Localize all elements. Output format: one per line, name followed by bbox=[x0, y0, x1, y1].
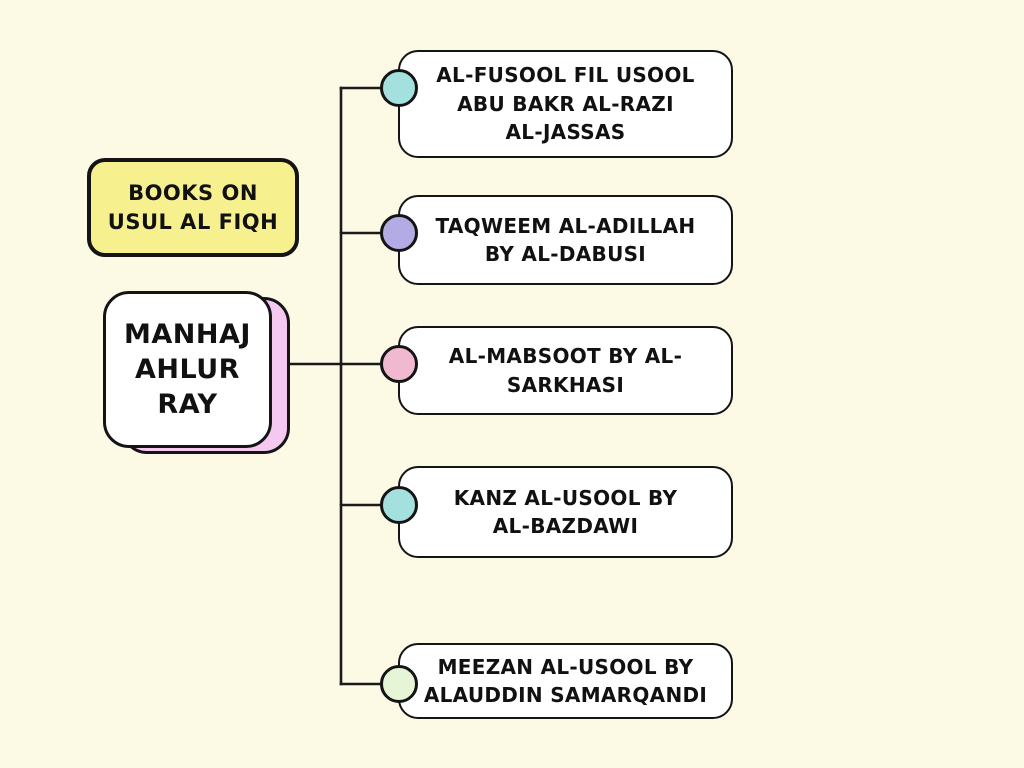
title-node-label: BOOKS ON USUL AL FIQH bbox=[107, 181, 279, 234]
branch-node-label: AL-FUSOOL FIL USOOL ABU BAKR AL-RAZI AL-… bbox=[436, 63, 695, 145]
central-node-label: MANHAJ AHLUR RAY bbox=[124, 318, 251, 421]
branch-node[interactable]: KANZ AL-USOOL BY AL-BAZDAWI bbox=[398, 466, 733, 558]
branch-node-label: MEEZAN AL-USOOL BY ALAUDDIN SAMARQANDI bbox=[423, 654, 708, 707]
branch-node-label: AL-MABSOOT BY AL- SARKHASI bbox=[448, 344, 683, 397]
teal-dot bbox=[380, 486, 418, 524]
branch-node-label: KANZ AL-USOOL BY AL-BAZDAWI bbox=[453, 485, 678, 538]
branch-node[interactable]: MEEZAN AL-USOOL BY ALAUDDIN SAMARQANDI bbox=[398, 643, 733, 719]
central-node[interactable]: MANHAJ AHLUR RAY bbox=[103, 291, 272, 448]
purple-dot bbox=[380, 214, 418, 252]
title-node[interactable]: BOOKS ON USUL AL FIQH bbox=[87, 158, 299, 257]
branch-node[interactable]: AL-MABSOOT BY AL- SARKHASI bbox=[398, 326, 733, 415]
branch-node[interactable]: TAQWEEM AL-ADILLAH BY AL-DABUSI bbox=[398, 195, 733, 285]
green-dot bbox=[380, 665, 418, 703]
pink-dot bbox=[380, 345, 418, 383]
branch-node-label: TAQWEEM AL-ADILLAH BY AL-DABUSI bbox=[435, 213, 696, 266]
teal-dot bbox=[380, 69, 418, 107]
branch-node[interactable]: AL-FUSOOL FIL USOOL ABU BAKR AL-RAZI AL-… bbox=[398, 50, 733, 158]
